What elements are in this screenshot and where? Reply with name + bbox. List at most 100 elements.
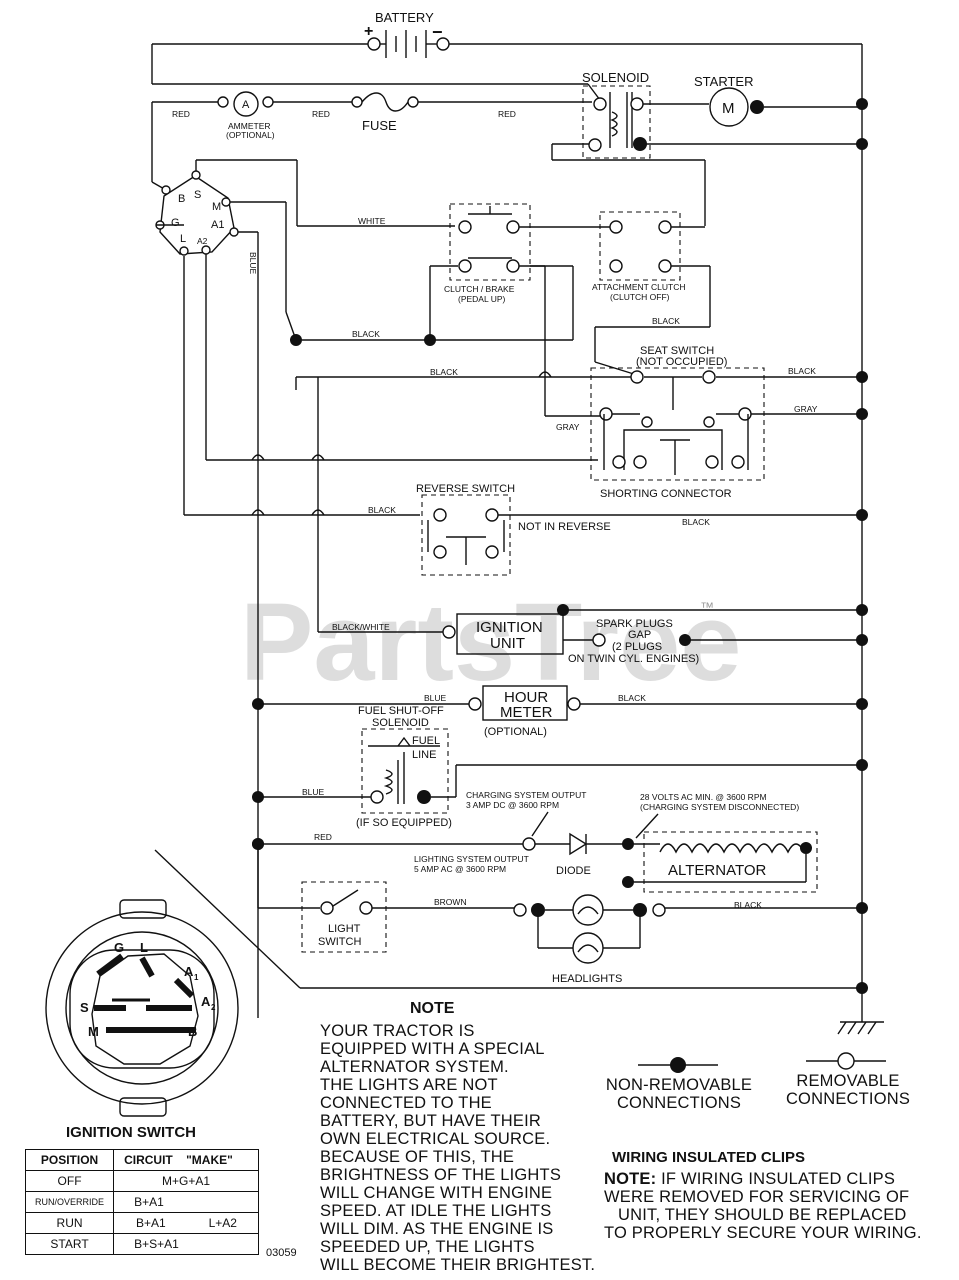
note-line: SPEED. AT IDLE THE LIGHTS bbox=[320, 1202, 552, 1220]
wire-red-4: RED bbox=[314, 832, 332, 842]
wire-black-4: BLACK bbox=[788, 366, 816, 376]
solenoid: SOLENOID bbox=[582, 70, 651, 159]
note-line: ALTERNATOR SYSTEM. bbox=[320, 1058, 509, 1076]
wire-red-1: RED bbox=[172, 109, 190, 119]
ignition-unit-label-2: UNIT bbox=[490, 635, 525, 652]
svg-text:L: L bbox=[140, 940, 148, 955]
clips-title: WIRING INSULATED CLIPS bbox=[612, 1149, 806, 1166]
note-line: WILL CHANGE WITH ENGINE bbox=[320, 1184, 553, 1202]
fuel-shutoff-solenoid: FUEL SHUT-OFF SOLENOID FUEL LINE (IF SO … bbox=[356, 705, 452, 829]
wire-black-8: BLACK bbox=[734, 900, 762, 910]
note-line: SPEEDED UP, THE LIGHTS bbox=[320, 1238, 535, 1256]
reverse-switch-label: REVERSE SWITCH bbox=[416, 483, 515, 495]
charging-output-2: 3 AMP DC @ 3600 RPM bbox=[466, 800, 559, 810]
if-so-equipped: (IF SO EQUIPPED) bbox=[356, 817, 452, 829]
svg-text:A: A bbox=[184, 964, 194, 979]
lighting-output-2: 5 AMP AC @ 3600 RPM bbox=[414, 864, 506, 874]
svg-text:S: S bbox=[80, 1000, 89, 1015]
wire-gray-2: GRAY bbox=[794, 404, 818, 414]
fuel-shutoff-label-2: SOLENOID bbox=[372, 717, 429, 729]
note-body: YOUR TRACTOR IS EQUIPPED WITH A SPECIAL … bbox=[320, 1022, 595, 1274]
ignition-unit-label: IGNITION bbox=[476, 619, 543, 636]
clips-note: NOTE: IF WIRING INSULATED CLIPS WERE REM… bbox=[604, 1170, 922, 1242]
note-line: YOUR TRACTOR IS bbox=[320, 1022, 475, 1040]
charging-output-1: CHARGING SYSTEM OUTPUT bbox=[466, 790, 586, 800]
ignition-switch-drawing: G L A 1 S A 2 M B bbox=[45, 899, 239, 1117]
note-line: THE LIGHTS ARE NOT bbox=[320, 1076, 498, 1094]
battery: BATTERY + − bbox=[151, 10, 862, 101]
fuel-shutoff-label-1: FUEL SHUT-OFF bbox=[358, 705, 444, 717]
alternator: ALTERNATOR bbox=[622, 831, 818, 893]
light-switch-label-2: SWITCH bbox=[318, 936, 361, 948]
svg-text:G: G bbox=[171, 217, 180, 229]
ignition-switch-title: IGNITION SWITCH bbox=[66, 1124, 196, 1141]
seat-switch-label: SEAT SWITCH bbox=[640, 345, 714, 357]
ignition-unit: BLACK/WHITE IGNITION UNIT SPARK PLUGS GA… bbox=[318, 604, 868, 665]
fuel-line-label-2: LINE bbox=[412, 749, 436, 761]
wire-gray-1: GRAY bbox=[556, 422, 580, 432]
headlights-label: HEADLIGHTS bbox=[552, 973, 622, 985]
lighting-output-1: LIGHTING SYSTEM OUTPUT bbox=[414, 854, 529, 864]
watermark-tm: ™ bbox=[700, 599, 714, 615]
col-circuit-make: CIRCUIT "MAKE" bbox=[113, 1149, 259, 1171]
note-line: BATTERY, BUT HAVE THEIR bbox=[320, 1112, 541, 1130]
svg-text:A1: A1 bbox=[211, 219, 224, 231]
clutch-off-label: (CLUTCH OFF) bbox=[610, 292, 670, 302]
wire-black-6: BLACK bbox=[682, 517, 710, 527]
wire-blue-2: BLUE bbox=[424, 693, 447, 703]
hour-meter-label-2: METER bbox=[500, 704, 553, 721]
attachment-clutch-label: ATTACHMENT CLUTCH bbox=[592, 282, 686, 292]
svg-text:B: B bbox=[178, 193, 185, 205]
wire-black-white: BLACK/WHITE bbox=[332, 622, 390, 632]
diode bbox=[569, 832, 588, 856]
ignition-switch-table: POSITION CIRCUIT "MAKE" OFF M+G+A1 RUN/O… bbox=[24, 1149, 260, 1255]
headlights: HEADLIGHTS bbox=[537, 894, 641, 985]
not-in-reverse-label: NOT IN REVERSE bbox=[518, 521, 611, 533]
starter-label: STARTER bbox=[694, 74, 753, 89]
wire-blue-3: BLUE bbox=[302, 787, 325, 797]
wire-blue-vertical: BLUE bbox=[248, 252, 258, 275]
clutch-brake-label: CLUTCH / BRAKE bbox=[444, 284, 515, 294]
wire-red-3: RED bbox=[498, 109, 516, 119]
note-line: OWN ELECTRICAL SOURCE. bbox=[320, 1130, 551, 1148]
svg-text:M: M bbox=[212, 201, 221, 213]
svg-text:L: L bbox=[180, 233, 186, 245]
light-switch-label-1: LIGHT bbox=[328, 923, 361, 935]
wire-black-1: BLACK bbox=[652, 316, 680, 326]
table-row: RUN/OVERRIDE B+A1 bbox=[24, 1191, 259, 1213]
battery-minus: − bbox=[432, 22, 443, 42]
ammeter-a: A bbox=[242, 99, 250, 111]
note-line: EQUIPPED WITH A SPECIAL bbox=[320, 1040, 545, 1058]
battery-label: BATTERY bbox=[375, 10, 434, 25]
connection-legend bbox=[638, 1052, 886, 1073]
note-line: BRIGHTNESS OF THE LIGHTS bbox=[320, 1166, 562, 1184]
note-line: BECAUSE OF THIS, THE bbox=[320, 1148, 515, 1166]
not-occupied-label: (NOT OCCUPIED) bbox=[636, 356, 727, 368]
svg-text:M: M bbox=[88, 1024, 99, 1039]
clutch-brake-switch: CLUTCH / BRAKE (PEDAL UP) bbox=[444, 203, 531, 304]
shorting-connector-label: SHORTING CONNECTOR bbox=[600, 488, 732, 500]
table-row: START B+S+A1 bbox=[24, 1233, 259, 1255]
table-row: RUN B+A1 L+A2 bbox=[24, 1212, 260, 1234]
svg-text:S: S bbox=[194, 189, 201, 201]
wire-red-2: RED bbox=[312, 109, 330, 119]
wire-brown: BROWN bbox=[434, 897, 467, 907]
spark-plugs-2: GAP bbox=[628, 629, 651, 641]
legend-non-removable: NON-REMOVABLE CONNECTIONS bbox=[605, 1076, 753, 1112]
svg-text:B: B bbox=[188, 1024, 197, 1039]
svg-text:1: 1 bbox=[194, 973, 199, 982]
svg-text:G: G bbox=[114, 940, 124, 955]
note-line: WILL BECOME THEIR BRIGHTEST. bbox=[320, 1256, 596, 1274]
key-switch-terminals: B S M G A1 L A2 bbox=[155, 170, 239, 256]
ground-symbol bbox=[837, 1018, 884, 1035]
ammeter-label: AMMETER bbox=[228, 121, 271, 131]
wire-black-5: BLACK bbox=[368, 505, 396, 515]
note-line: WILL DIM. AS THE ENGINE IS bbox=[320, 1220, 554, 1238]
col-position: POSITION bbox=[24, 1149, 115, 1171]
starter-motor: STARTER M bbox=[643, 74, 868, 127]
note-line: CONNECTED TO THE bbox=[320, 1094, 492, 1112]
ammeter-optional: (OPTIONAL) bbox=[226, 130, 275, 140]
solenoid-label: SOLENOID bbox=[582, 70, 649, 85]
svg-text:A2: A2 bbox=[197, 236, 208, 246]
